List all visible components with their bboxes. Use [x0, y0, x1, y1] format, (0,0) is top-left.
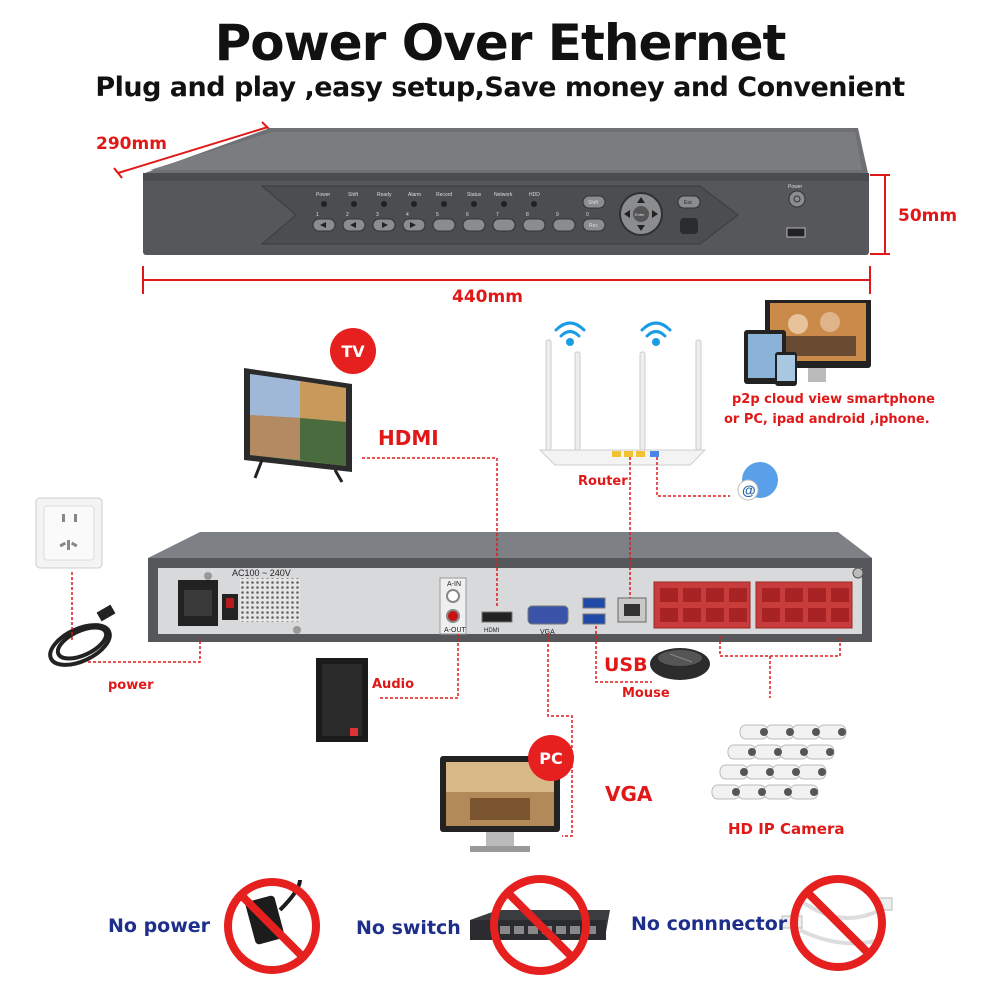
front-diagram: Power Shift Ready Alarm Record Status Ne…: [113, 121, 890, 294]
button-number-9: 9: [556, 212, 559, 218]
vga-label: VGA: [605, 782, 653, 806]
led-label-ready: Ready: [377, 192, 392, 198]
pc-badge: PC: [528, 735, 574, 781]
speaker-illustration: [316, 658, 368, 742]
led-label-hdd: HDD: [529, 192, 540, 198]
internet-globe-icon: @: [737, 462, 778, 501]
led-label-alarm: Alarm: [408, 192, 421, 198]
led-label-shift: Shift: [348, 192, 359, 198]
router-illustration: [538, 339, 707, 466]
no-power-label: No power: [108, 915, 211, 937]
wifi-icon: [554, 321, 672, 346]
button-number-3: 3: [376, 212, 379, 218]
no-power-icon: [224, 878, 320, 974]
router-label: Router: [578, 474, 628, 489]
p2p-line2: or PC, ipad android ,iphone.: [724, 412, 930, 427]
esc-button[interactable]: [677, 195, 701, 209]
hdmi-label: HDMI: [378, 426, 439, 450]
button-number-2: 2: [346, 212, 349, 218]
no-connector-label: No connnector: [631, 913, 788, 935]
no-switch-icon: [470, 875, 610, 975]
enter-label: Enter: [635, 212, 645, 217]
ac-input-label: AC100 ~ 240V: [232, 568, 291, 578]
power-cable-illustration: [48, 604, 116, 667]
pc-monitor-illustration: [440, 756, 560, 852]
front-button-shift[interactable]: [582, 195, 606, 209]
audio-label: Audio: [372, 677, 415, 692]
esc-label: Esc: [684, 200, 693, 206]
p2p-line1: p2p cloud view smartphone: [732, 392, 935, 407]
p2p-devices-illustration: [744, 300, 871, 386]
hdmi-port-label: HDMI: [484, 628, 500, 634]
no-switch-label: No switch: [356, 917, 461, 939]
front-button-6[interactable]: [462, 218, 486, 232]
connection-diagram: @: [35, 300, 872, 852]
audio-out-label: A-OUT: [444, 627, 467, 634]
svg-text:@: @: [742, 482, 756, 498]
front-button-9[interactable]: [552, 218, 576, 232]
front-button-7[interactable]: [492, 218, 516, 232]
direction-pad[interactable]: Enter: [619, 192, 663, 236]
dimension-height: 50mm: [898, 206, 958, 226]
indicator-leds: [321, 201, 537, 207]
power-button[interactable]: [788, 190, 806, 208]
footer-graphics: [224, 875, 893, 975]
button-number-6: 6: [466, 212, 469, 218]
vga-port-label: VGA: [540, 629, 555, 636]
tv-badge: TV: [330, 328, 376, 374]
rec-button-label: Rec: [589, 223, 598, 229]
ir-sensor: [680, 218, 698, 234]
power-label: Power: [788, 184, 803, 190]
button-number-7: 7: [496, 212, 499, 218]
dimension-width: 440mm: [452, 287, 523, 307]
connection-lines: [71, 457, 841, 837]
led-label-network: Network: [494, 192, 513, 198]
front-button-5[interactable]: [432, 218, 456, 232]
ip-camera-group-illustration: [711, 724, 847, 800]
shift-button-label: Shift: [588, 200, 599, 206]
power-label: power: [108, 678, 154, 693]
led-label-record: Record: [436, 192, 452, 198]
button-number-1: 1: [316, 212, 319, 218]
button-number-8: 8: [526, 212, 529, 218]
tv-illustration: [244, 368, 352, 483]
led-label-power: Power: [316, 192, 331, 198]
usb-label: USB: [604, 654, 648, 676]
usb-port-front[interactable]: [786, 227, 806, 238]
front-button-8[interactable]: [522, 218, 546, 232]
button-number-4: 4: [406, 212, 409, 218]
mouse-label: Mouse: [622, 686, 670, 701]
front-button-rec[interactable]: [582, 218, 606, 232]
button-number-0: 0: [586, 212, 589, 218]
page-subtitle: Plug and play ,easy setup,Save money and…: [95, 72, 905, 103]
button-number-5: 5: [436, 212, 439, 218]
no-connector-icon: [781, 875, 893, 971]
mouse-illustration: [650, 648, 710, 680]
nvr-rear-panel: [148, 532, 872, 642]
camera-label: HD IP Camera: [728, 820, 845, 838]
power-socket-illustration: [35, 497, 103, 569]
dimension-depth: 290mm: [96, 134, 167, 154]
led-label-status: Status: [467, 192, 482, 198]
page-title: Power Over Ethernet: [214, 14, 787, 72]
audio-in-label: A-IN: [447, 581, 461, 588]
